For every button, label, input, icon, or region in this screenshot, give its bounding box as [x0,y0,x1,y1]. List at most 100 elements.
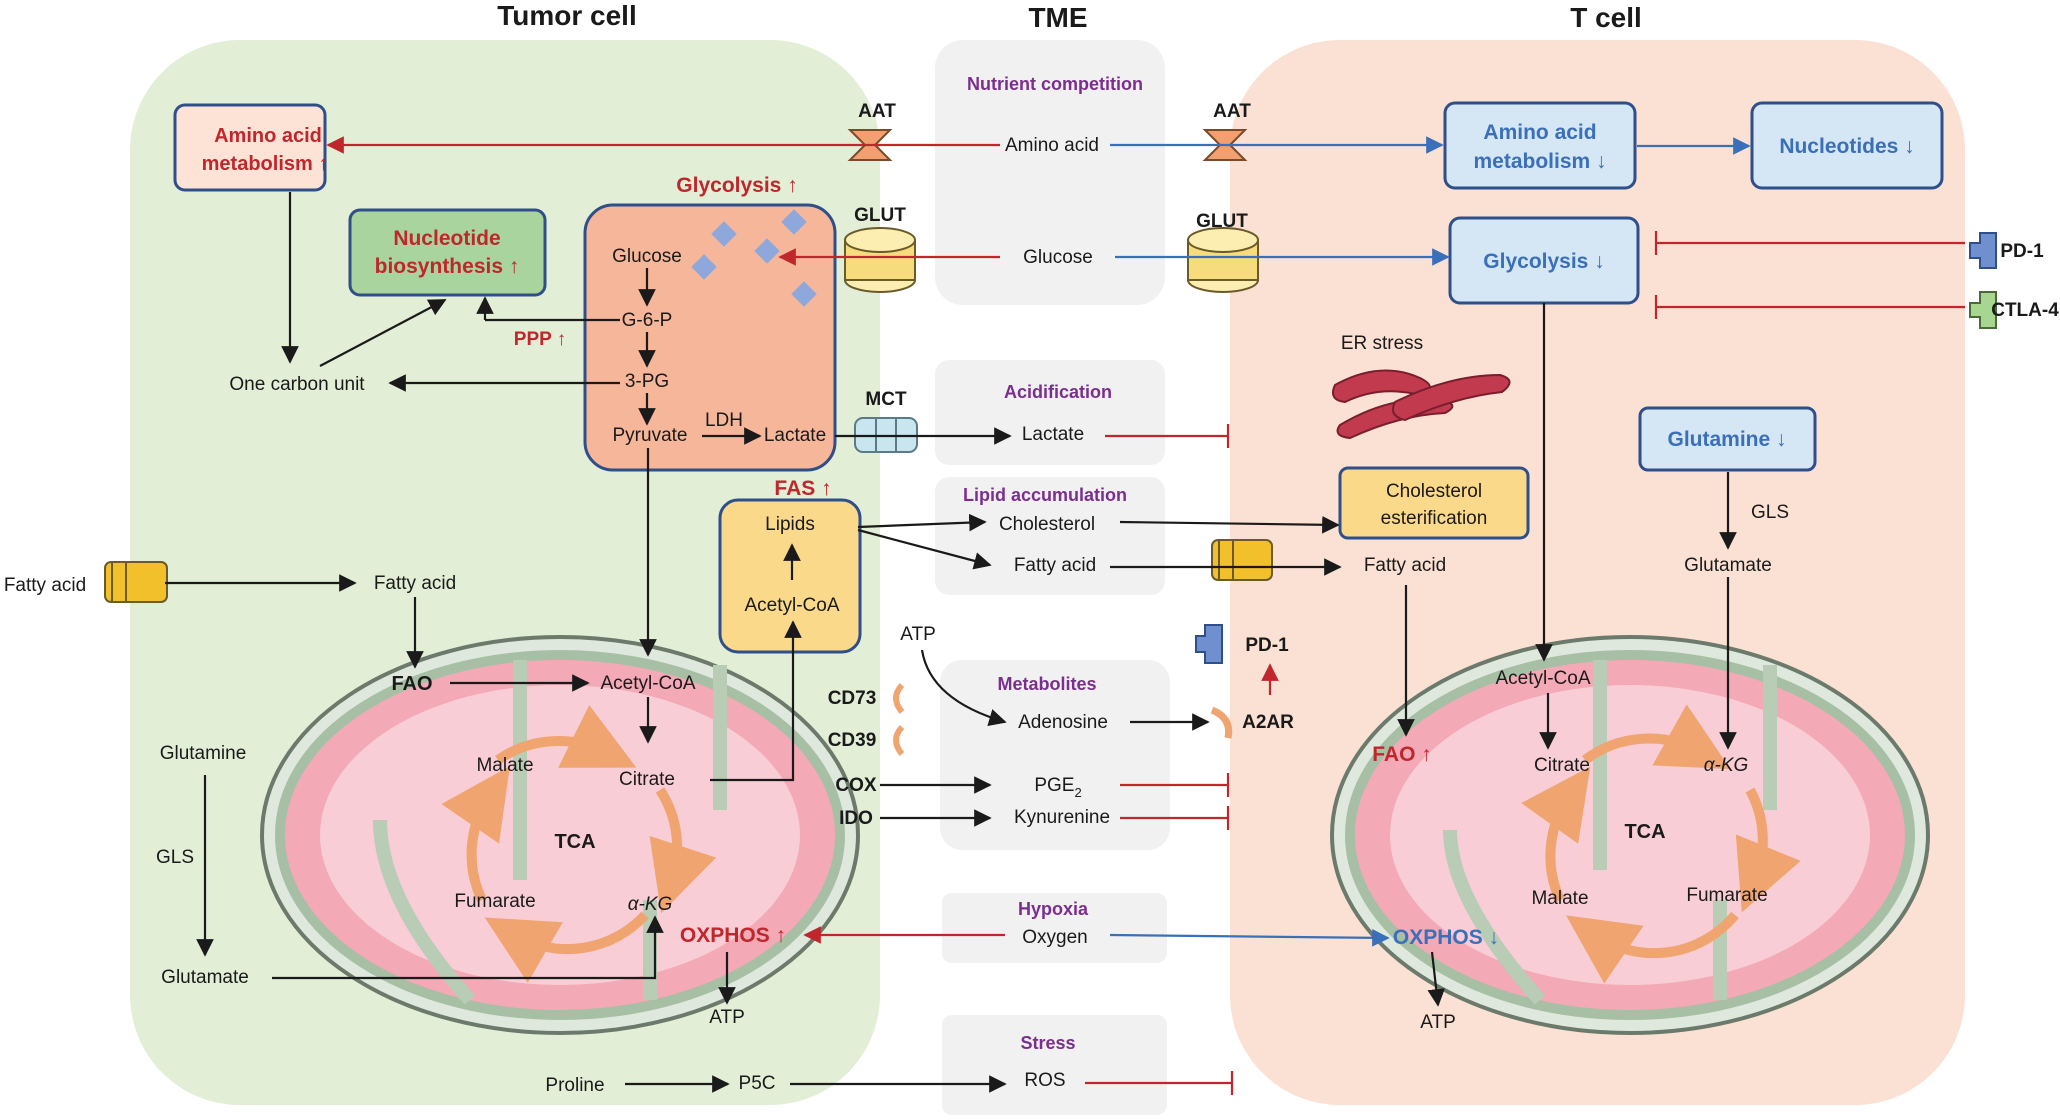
cd39-icon [893,724,905,756]
tumor-malate: Malate [476,755,533,776]
tme-cox: COX [835,775,877,796]
pd1-receptor-icon [1969,232,1997,269]
a2ar-receptor-icon [1210,706,1233,739]
tumor-fumarate: Fumarate [454,891,535,912]
tme-kynurenine: Kynurenine [1014,807,1110,828]
fatty-acid-transporter-tcell [1211,539,1273,581]
header-tcell: T cell [1570,2,1642,33]
tme-nutrient-competition: Nutrient competition [967,74,1143,94]
tcell-nucleotides-box [1750,101,1944,190]
tcell-glutamine-label: Glutamine ↓ [1667,428,1786,451]
tcell-fumarate: Fumarate [1686,885,1767,906]
tcell-pd1-small: PD-1 [1245,635,1289,656]
tumor-fas-label: FAS ↑ [774,477,831,500]
black-arrows [165,192,1737,1093]
blue-arrows [1109,136,1751,947]
tumor-fao: FAO [391,673,432,695]
tme-pge2: PGE2 [1034,775,1081,800]
tcell-cholesterol-esterification-box [1338,466,1530,540]
tme-amino-acid: Amino acid [1005,135,1099,156]
header-tme: TME [1028,2,1087,33]
tme-acidification: Acidification [1004,382,1112,402]
tme-atp: ATP [900,624,936,645]
tcell-akg: α-KG [1704,755,1749,776]
tme-stress: Stress [1020,1033,1075,1053]
tumor-one-carbon: One carbon unit [229,374,365,395]
tcell-ctla4: CTLA-4 [1991,300,2059,321]
tme-ido: IDO [839,808,873,829]
tme-ros: ROS [1024,1070,1065,1091]
tme-cd39: CD39 [828,730,877,751]
glut-transporter-tumor [844,227,916,293]
tcell-a2ar: A2AR [1242,712,1294,733]
tme-adenosine: Adenosine [1018,712,1108,733]
tumor-amino-acid-box [173,103,327,192]
tcell-cholesterol-esterification-2: esterification [1381,508,1488,529]
tme-metabolites: Metabolites [997,674,1096,694]
tumor-nucleotide-box [348,208,547,297]
tme-panel-nutrient [935,40,1165,305]
mct-label: MCT [865,389,907,410]
tumor-amino-acid-label-2: metabolism ↑ [202,153,329,175]
tumor-atp: ATP [709,1007,745,1028]
cd73-icon [893,682,905,714]
tcell-tca: TCA [1624,821,1665,843]
tumor-proline: Proline [545,1075,604,1096]
tcell-tca-cycle [1521,704,1801,984]
tumor-fatty-acid-outside: Fatty acid [4,575,86,596]
tumor-glucose: Glucose [612,246,682,267]
tcell-gls: GLS [1751,502,1789,523]
tcell-citrate: Citrate [1534,755,1590,776]
tcell-amino-acid-box [1443,101,1637,190]
tumor-glutamine: Glutamine [160,743,247,764]
tumor-acetyl-coa-fas: Acetyl-CoA [744,595,839,616]
tcell-amino-acid-label-2: metabolism ↓ [1473,150,1606,173]
pd1-small-receptor-icon [1195,624,1223,664]
tme-panel-stress [942,1015,1167,1115]
er-stress-icon [1332,369,1511,440]
tumor-glutamate: Glutamate [161,967,249,988]
tumor-3pg: 3-PG [625,371,669,392]
tme-oxygen: Oxygen [1022,927,1087,948]
tumor-pyruvate: Pyruvate [613,425,688,446]
tme-cholesterol: Cholesterol [999,514,1095,535]
tme-glucose: Glucose [1023,247,1093,268]
tcell-acetyl-coa: Acetyl-CoA [1495,668,1590,689]
tcell-glutamate: Glutamate [1684,555,1772,576]
tcell-glutamine-box [1638,406,1817,472]
tumor-nucleotide-label-2: biosynthesis ↑ [375,255,520,278]
tumor-fatty-acid-inside: Fatty acid [374,573,456,594]
tme-panel-metabolites [940,660,1170,850]
glucose-diamonds [691,209,817,307]
tme-panel-hypoxia [942,893,1167,963]
glut-tumor-label: GLUT [854,205,906,226]
tme-cd73: CD73 [828,688,877,709]
tumor-ppp: PPP ↑ [514,329,566,350]
tcell-fao: FAO ↑ [1372,743,1432,766]
tumor-fas-box [718,498,862,654]
tumor-nucleotide-label-1: Nucleotide [393,227,500,250]
tumor-amino-acid-label-1: Amino acid [214,125,322,147]
tcell-atp: ATP [1420,1012,1456,1033]
tcell-pd1: PD-1 [2000,241,2044,262]
fatty-acid-transporter-tumor [104,561,168,603]
tme-fatty-acid: Fatty acid [1014,555,1096,576]
red-arrows [326,136,1965,1095]
tcell-amino-acid-label-1: Amino acid [1483,121,1596,144]
glut-transporter-tcell [1187,227,1259,293]
glut-tcell-label: GLUT [1196,211,1248,232]
ctla4-receptor-icon [1969,291,1997,329]
tumor-gls: GLS [156,847,194,868]
tumor-akg: α-KG [628,894,673,915]
tumor-tca: TCA [554,831,595,853]
tme-lipid-accumulation: Lipid accumulation [963,485,1127,505]
tumor-p5c: P5C [739,1073,776,1094]
tumor-tca-cycle [441,705,717,983]
tumor-lipids: Lipids [765,514,815,535]
tcell-nucleotides-label: Nucleotides ↓ [1779,135,1914,158]
tme-panel-lipid [935,477,1165,595]
tumor-acetyl-coa: Acetyl-CoA [600,673,695,694]
tumor-oxphos: OXPHOS ↑ [680,924,786,947]
tcell-glycolysis-label: Glycolysis ↓ [1483,250,1604,273]
tcell-cholesterol-esterification-1: Cholesterol [1386,481,1482,502]
